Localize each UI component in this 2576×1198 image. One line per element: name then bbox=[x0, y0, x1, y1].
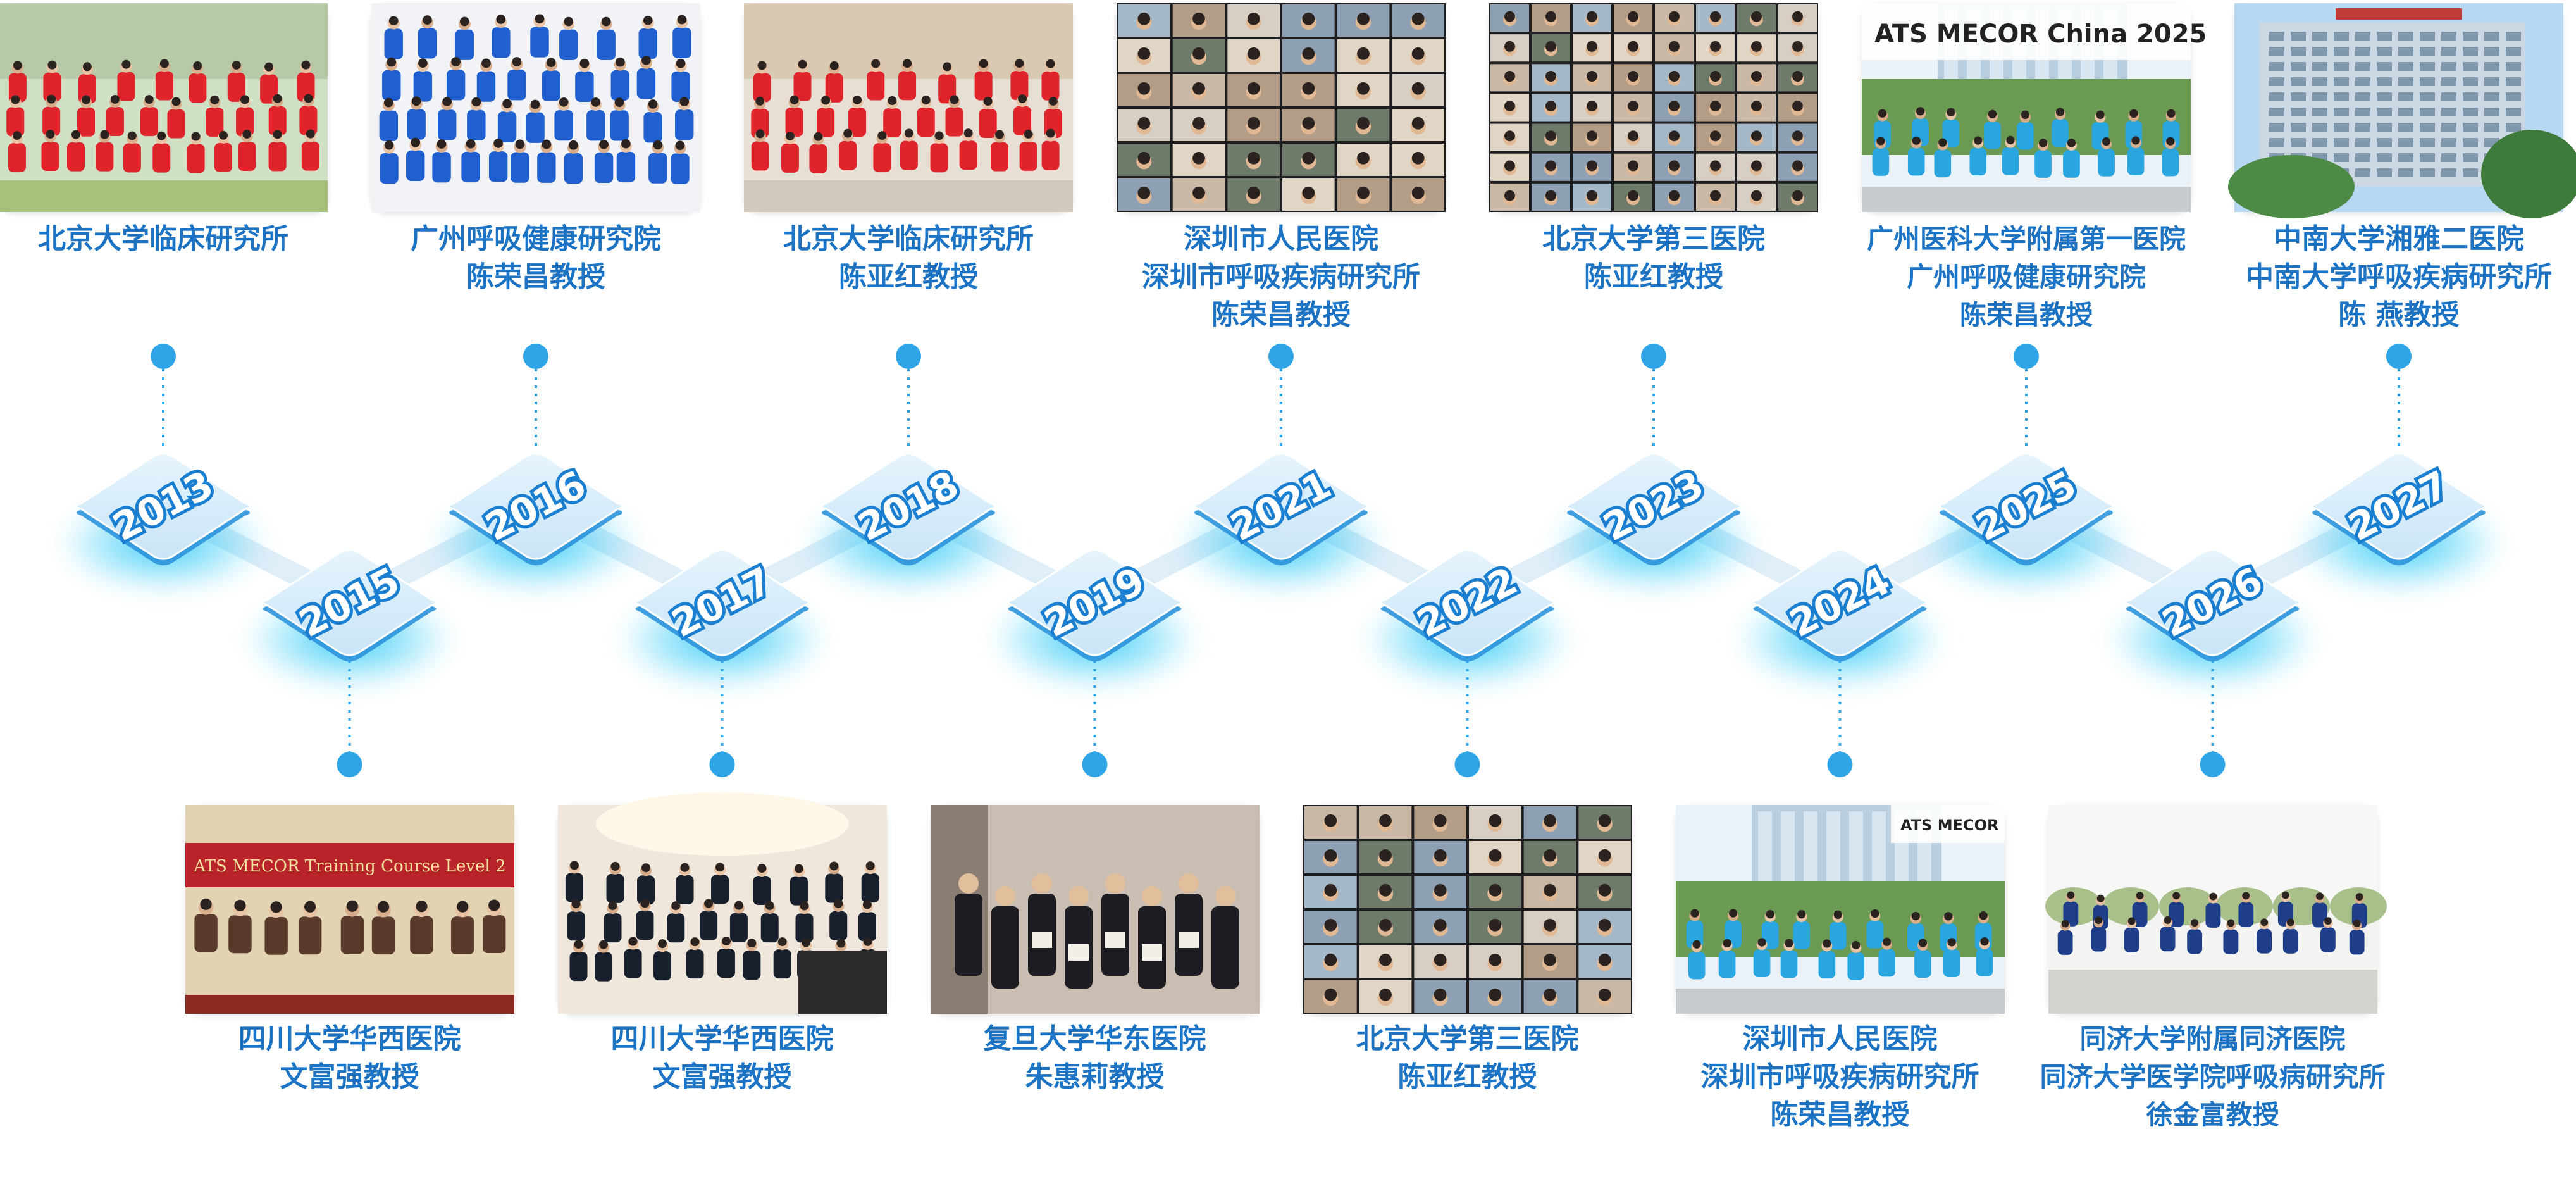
year-tile: 2025 bbox=[1938, 452, 2114, 566]
milestone-caption: 北京大学临床研究所陈亚红教授 bbox=[731, 220, 1086, 296]
timeline-dot bbox=[1082, 752, 1108, 777]
caption-line: 中南大学湘雅二医院 bbox=[2274, 223, 2524, 255]
year-tile-face bbox=[1007, 549, 1182, 656]
caption-line: 深圳市人民医院 bbox=[1184, 223, 1378, 255]
year-tile: 2023 bbox=[1566, 452, 1742, 566]
caption-line: 朱惠莉教授 bbox=[1025, 1061, 1165, 1093]
banner-text: ATS MECOR Training Course Level 2 bbox=[193, 857, 505, 876]
caption-line: 北京大学临床研究所 bbox=[38, 223, 288, 255]
timeline-dot bbox=[2200, 752, 2226, 777]
year-tile: 2015 bbox=[262, 549, 437, 662]
year-tile: 2019 bbox=[1007, 549, 1182, 662]
caption-line: 陈亚红教授 bbox=[1397, 1061, 1537, 1093]
year-tile: 2016 bbox=[448, 452, 624, 566]
caption-line: 陈亚红教授 bbox=[1584, 261, 1723, 293]
photo-group-blue-shirts bbox=[371, 3, 700, 212]
caption-line: 深圳市人民医院 bbox=[1742, 1023, 1938, 1055]
timeline-dot bbox=[2014, 344, 2039, 369]
caption-line: 北京大学第三医院 bbox=[1356, 1023, 1579, 1055]
photo-training-course-banner: ATS MECOR Training Course Level 2 bbox=[185, 805, 514, 1014]
timeline-dot bbox=[2386, 344, 2412, 369]
photo-group-red-shirts bbox=[0, 3, 328, 212]
year-tile-face bbox=[75, 452, 251, 560]
caption-line: 文富强教授 bbox=[280, 1061, 419, 1093]
milestone-caption: 北京大学第三医院陈亚红教授 bbox=[1291, 1020, 1645, 1096]
caption-line: 深圳市呼吸疾病研究所 bbox=[1142, 261, 1420, 293]
year-tile-face bbox=[1193, 452, 1369, 560]
caption-line: 深圳市呼吸疾病研究所 bbox=[1700, 1061, 1979, 1093]
year-tile-face bbox=[820, 452, 996, 560]
caption-line: 广州呼吸健康研究院 bbox=[411, 223, 661, 255]
photo-video-call-grid bbox=[1303, 805, 1632, 1014]
photo-hospital-building bbox=[2228, 3, 2576, 218]
year-tile: 2022 bbox=[1380, 549, 1555, 662]
photo-group-red-shirts bbox=[744, 3, 1073, 212]
caption-line: 陈 燕教授 bbox=[2338, 299, 2460, 331]
caption-line: 徐金富教授 bbox=[2146, 1099, 2279, 1130]
milestone-caption: 四川大学华西医院文富强教授 bbox=[173, 1020, 527, 1096]
timeline-dot bbox=[896, 344, 921, 369]
photo-video-call-grid bbox=[1117, 3, 1446, 212]
year-tile-face bbox=[2125, 549, 2300, 656]
milestone-caption: 北京大学第三医院陈亚红教授 bbox=[1477, 220, 1831, 296]
year-tile: 2013 bbox=[75, 452, 251, 566]
photo-group-outdoor-plaza bbox=[2045, 805, 2387, 1014]
caption-line: 广州医科大学附属第一医院 bbox=[1866, 223, 2186, 254]
milestone-caption: 北京大学临床研究所 bbox=[0, 220, 340, 258]
ats-mecor-logo-text: ATS MECOR China 2025 bbox=[1874, 20, 2207, 49]
ats-mecor-logo-text: ATS MECOR bbox=[1900, 816, 1999, 834]
photo-group-blue-outdoor: ATS MECOR China 2025 bbox=[1862, 3, 2207, 212]
caption-line: 中南大学呼吸疾病研究所 bbox=[2246, 261, 2552, 293]
caption-line: 陈荣昌教授 bbox=[466, 261, 605, 293]
caption-line: 北京大学临床研究所 bbox=[783, 223, 1034, 255]
year-tile-face bbox=[635, 549, 810, 656]
year-tile-face bbox=[2311, 452, 2487, 560]
caption-line: 复旦大学华东医院 bbox=[983, 1023, 1206, 1055]
year-tile-face bbox=[1566, 452, 1742, 560]
timeline-dot bbox=[1827, 752, 1853, 777]
photo-video-call-grid bbox=[1489, 3, 1818, 212]
timeline-dot bbox=[1641, 344, 1666, 369]
timeline-dot bbox=[151, 344, 176, 369]
year-tile: 2027 bbox=[2311, 452, 2487, 566]
caption-line: 广州呼吸健康研究院 bbox=[1906, 261, 2146, 292]
milestone-caption: 广州呼吸健康研究院陈荣昌教授 bbox=[359, 220, 713, 296]
milestone-caption: 复旦大学华东医院朱惠莉教授 bbox=[918, 1020, 1272, 1096]
milestone-caption: 深圳市人民医院深圳市呼吸疾病研究所陈荣昌教授 bbox=[1104, 220, 1458, 334]
timeline-dot bbox=[1454, 752, 1480, 777]
timeline-dot bbox=[1268, 344, 1294, 369]
year-tile-face bbox=[1380, 549, 1555, 656]
timeline-dot bbox=[523, 344, 548, 369]
timeline-dot bbox=[709, 752, 735, 777]
year-tile-face bbox=[1938, 452, 2114, 560]
caption-line: 陈亚红教授 bbox=[839, 261, 978, 293]
caption-line: 陈荣昌教授 bbox=[1770, 1099, 1910, 1131]
photo-certificate-ceremony bbox=[930, 805, 1260, 1014]
caption-line: 陈荣昌教授 bbox=[1211, 299, 1351, 331]
year-tile-face bbox=[448, 452, 624, 560]
timeline-dot bbox=[337, 752, 362, 777]
caption-line: 北京大学第三医院 bbox=[1542, 223, 1765, 255]
photo-group-black-jackets bbox=[557, 792, 887, 1014]
caption-line: 同济大学医学院呼吸病研究所 bbox=[2040, 1061, 2386, 1092]
caption-line: 四川大学华西医院 bbox=[610, 1023, 834, 1055]
milestone-caption: 广州医科大学附属第一医院广州呼吸健康研究院陈荣昌教授 bbox=[1849, 220, 2203, 334]
caption-line: 四川大学华西医院 bbox=[238, 1023, 461, 1055]
milestone-caption: 同济大学附属同济医院同济大学医学院呼吸病研究所徐金富教授 bbox=[2036, 1020, 2390, 1134]
year-tile: 2026 bbox=[2125, 549, 2300, 662]
milestone-caption: 四川大学华西医院文富强教授 bbox=[545, 1020, 900, 1096]
milestone-caption: 深圳市人民医院深圳市呼吸疾病研究所陈荣昌教授 bbox=[1663, 1020, 2017, 1134]
year-tile-face bbox=[262, 549, 437, 656]
year-tile: 2024 bbox=[1752, 549, 1928, 662]
caption-line: 同济大学附属同济医院 bbox=[2079, 1023, 2346, 1054]
milestone-caption: 中南大学湘雅二医院中南大学呼吸疾病研究所陈 燕教授 bbox=[2222, 220, 2576, 334]
photo-group-blue-outdoor: ATS MECOR bbox=[1675, 805, 2005, 1014]
caption-line: 陈荣昌教授 bbox=[1959, 299, 2093, 330]
year-tile-face bbox=[1752, 549, 1928, 656]
caption-line: 文富强教授 bbox=[652, 1061, 792, 1093]
